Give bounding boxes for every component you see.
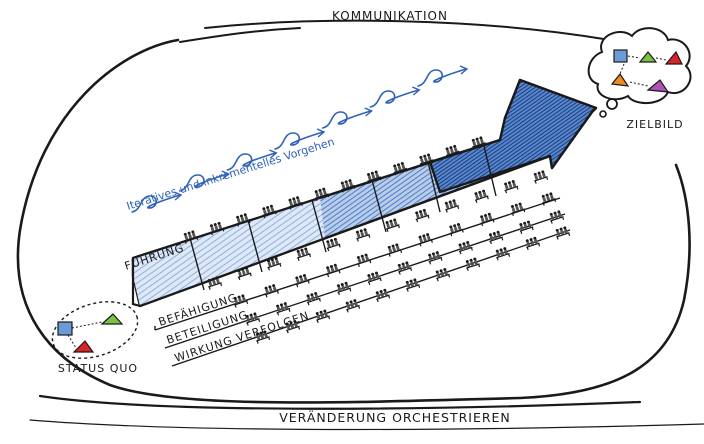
bench-figures-icon [262, 204, 277, 219]
bench-figures-icon [445, 144, 460, 159]
bench-figures-icon [264, 284, 279, 298]
bench-figures-icon [207, 276, 223, 290]
bench-figures-icon [549, 210, 565, 224]
bench-figures-icon [356, 253, 372, 267]
bench-figures-icon [415, 208, 430, 223]
bench-figures-icon [488, 230, 504, 245]
bench-figures-icon [237, 266, 252, 281]
loop-arrow-icon [131, 191, 183, 213]
bench-figures-icon [183, 230, 199, 244]
bench-figures-icon [355, 228, 371, 242]
bench-figures-icon [326, 237, 341, 252]
bottom-line [38, 394, 642, 410]
bench-figures-icon [465, 257, 481, 271]
bench-figures-icon [495, 247, 511, 261]
zielbild-label: ZIELBILD [626, 118, 683, 131]
bench-figures-icon [555, 226, 571, 240]
bench-figures-icon [209, 221, 225, 236]
bench-figures-icon [375, 288, 391, 303]
bench-figures-icon [233, 294, 249, 308]
thought-cloud-icon [587, 27, 692, 118]
orange-triangle-icon [610, 72, 630, 87]
purple-triangle-icon [646, 79, 670, 93]
bench-figures-icon [387, 243, 403, 257]
bench-figures-icon [340, 179, 356, 193]
status-quo-label: STATUS QUO [58, 362, 138, 375]
iteration-loops [131, 65, 469, 213]
bench-figures-icon [428, 251, 443, 265]
veraenderung-label: VERÄNDERUNG ORCHESTRIEREN [279, 410, 511, 425]
bench-figures [183, 136, 571, 344]
kommunikation-label: KOMMUNIKATION [332, 9, 448, 23]
bench-figures-icon [510, 202, 526, 216]
bottom-sweep-line [29, 419, 704, 431]
loop-arrow-icon [369, 86, 421, 108]
bench-figures-icon [245, 312, 261, 326]
bench-figures-icon [458, 241, 473, 255]
loop-arrow-icon [226, 149, 278, 171]
bench-figures-icon [471, 136, 487, 150]
bench-figures-icon [276, 302, 291, 316]
bench-figures-icon [306, 292, 321, 306]
bench-figures-icon [480, 212, 495, 227]
bench-figures-icon [405, 278, 421, 292]
loop-arrow-icon [274, 128, 326, 150]
bench-figures-icon [296, 247, 312, 261]
bench-figures-icon [419, 153, 434, 167]
bench-figures-icon [315, 309, 331, 323]
status-quo-icon [51, 301, 139, 359]
loop-arrow-icon [417, 65, 469, 87]
bench-figures-icon [345, 299, 361, 313]
green-triangle-icon [638, 51, 658, 63]
bench-figures-icon [393, 162, 408, 176]
bench-figures-icon [314, 187, 330, 202]
bench-figures-icon [397, 261, 413, 275]
bench-figures-icon [504, 180, 519, 194]
bench-figures-icon [236, 213, 251, 227]
bench-figures-icon [267, 257, 282, 271]
bench-figures-icon [435, 268, 451, 282]
bench-figures-icon [285, 320, 301, 334]
top-arc-line-2 [179, 27, 301, 43]
bench-figures-icon [474, 189, 489, 204]
bench-figures-icon [288, 196, 303, 210]
bench-figures-icon [367, 170, 382, 184]
bench-figures-icon [385, 218, 400, 232]
bench-figures-icon [449, 223, 464, 237]
red-triangle-icon [664, 50, 683, 65]
bench-figures-icon [255, 330, 271, 344]
bench-figures-icon [541, 192, 557, 206]
bench-figures-icon [525, 236, 541, 251]
bench-figures-icon [367, 271, 382, 285]
bench-figures-icon [326, 263, 341, 278]
bench-figures-icon [336, 281, 352, 296]
blue-square-icon [613, 49, 628, 63]
top-arc-line [204, 19, 611, 41]
bench-figures-icon [533, 170, 549, 184]
bench-figures-icon [444, 199, 460, 213]
bench-figures-icon [418, 233, 433, 247]
bench-figures-icon [295, 274, 310, 288]
wirkung-line [171, 229, 571, 367]
loop-arrow-icon [321, 107, 373, 129]
outer-frame [16, 19, 704, 431]
outer-loop-line [16, 38, 691, 404]
loop-arrow-icon [178, 170, 230, 192]
bench-figures-icon [519, 220, 534, 234]
main-arrow [131, 78, 598, 308]
